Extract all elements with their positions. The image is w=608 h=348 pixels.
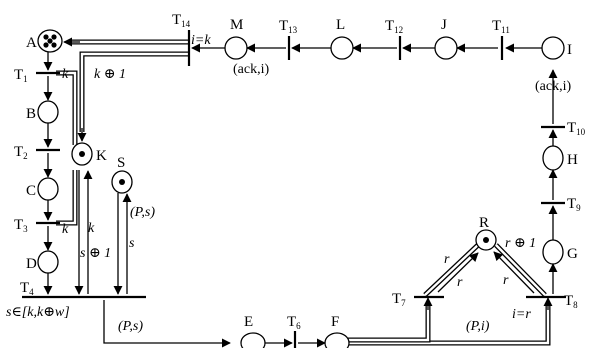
guard-t14: i=k bbox=[191, 33, 211, 48]
label-k-on-k: k bbox=[88, 221, 95, 236]
label-t14: T14 bbox=[172, 12, 191, 29]
label-place-h: H bbox=[567, 152, 578, 168]
arc-t14-k-outer bbox=[79, 51, 188, 132]
arc-k-t1-outer bbox=[56, 70, 78, 145]
token-a-1 bbox=[43, 34, 49, 40]
label-t9: T9 bbox=[567, 196, 581, 213]
token-a-4 bbox=[51, 42, 57, 48]
label-t2: T2 bbox=[14, 144, 28, 161]
place-e bbox=[240, 332, 266, 348]
label-k-t3: k bbox=[62, 222, 69, 237]
label-t13: T13 bbox=[279, 18, 298, 35]
label-ack-m: (ack,i) bbox=[233, 62, 269, 77]
arc-t4-e bbox=[103, 300, 231, 348]
arc-t14-k-inner bbox=[80, 52, 188, 132]
arc-r-t7-inner bbox=[424, 244, 479, 296]
label-place-l: L bbox=[336, 17, 345, 33]
label-r-plus1: r ⊕ 1 bbox=[505, 236, 536, 251]
label-place-a: A bbox=[26, 35, 37, 51]
label-t1: T1 bbox=[14, 67, 28, 84]
label-ack-i: (ack,i) bbox=[535, 79, 571, 94]
token-r bbox=[483, 237, 489, 243]
arc-k-t1-inner bbox=[56, 71, 77, 145]
label-t3: T3 bbox=[14, 217, 28, 234]
place-m bbox=[224, 36, 248, 60]
label-r-t8: r bbox=[503, 273, 509, 288]
place-b bbox=[37, 100, 59, 124]
label-r-t7-upper: r bbox=[444, 252, 450, 267]
place-d bbox=[37, 250, 59, 274]
label-t12: T12 bbox=[385, 18, 403, 35]
arc-f-t7-outer bbox=[348, 306, 431, 343]
label-place-m: M bbox=[230, 17, 243, 33]
token-a-2 bbox=[51, 34, 57, 40]
label-k-t1: k bbox=[62, 67, 69, 82]
place-h bbox=[542, 145, 564, 171]
place-l bbox=[330, 36, 354, 60]
label-place-k: K bbox=[96, 148, 107, 164]
place-g bbox=[542, 239, 564, 265]
label-t4: T4 bbox=[20, 280, 34, 297]
label-place-d: D bbox=[26, 256, 37, 272]
label-pi-bottom: (P,i) bbox=[466, 319, 490, 334]
arc-t7-r bbox=[437, 252, 479, 293]
place-c bbox=[37, 177, 59, 201]
token-a-3 bbox=[43, 42, 49, 48]
place-i bbox=[541, 36, 565, 60]
guard-t4: s∈[k,k⊕w] bbox=[6, 305, 70, 320]
label-t6: T6 bbox=[287, 314, 301, 331]
label-place-e: E bbox=[244, 314, 253, 330]
label-place-c: C bbox=[26, 183, 36, 199]
token-k bbox=[79, 151, 85, 157]
arc-r-t8-inner bbox=[495, 244, 546, 296]
label-place-s: S bbox=[117, 155, 125, 171]
label-ps-s: (P,s) bbox=[130, 205, 155, 220]
label-s: s bbox=[129, 236, 135, 251]
arc-f-t8-inner bbox=[348, 306, 550, 345]
label-ps-bottom: (P,s) bbox=[118, 319, 143, 334]
label-place-b: B bbox=[26, 106, 36, 122]
label-place-f: F bbox=[331, 314, 339, 330]
label-t8: T8 bbox=[564, 293, 578, 310]
label-t10: T10 bbox=[567, 120, 586, 137]
guard-t8: i=r bbox=[512, 307, 531, 322]
place-j bbox=[434, 36, 458, 60]
label-place-r: R bbox=[479, 215, 489, 231]
label-s-plus1: s ⊕ 1 bbox=[80, 246, 111, 261]
label-k-plus1: k ⊕ 1 bbox=[94, 67, 126, 82]
arc-k-t3-inner bbox=[56, 170, 77, 225]
label-place-g: G bbox=[567, 246, 578, 262]
arc-k-t3-outer bbox=[56, 170, 78, 226]
token-s bbox=[119, 179, 125, 185]
place-f bbox=[324, 332, 350, 348]
token-a-5 bbox=[47, 38, 53, 44]
label-place-i: I bbox=[567, 42, 572, 58]
arc-t8-r bbox=[493, 251, 535, 294]
label-t11: T11 bbox=[492, 18, 510, 35]
label-r-t7-lower: r bbox=[457, 275, 463, 290]
label-t7: T7 bbox=[392, 291, 406, 308]
arc-f-t7-inner bbox=[348, 306, 430, 342]
label-place-j: J bbox=[441, 17, 447, 33]
